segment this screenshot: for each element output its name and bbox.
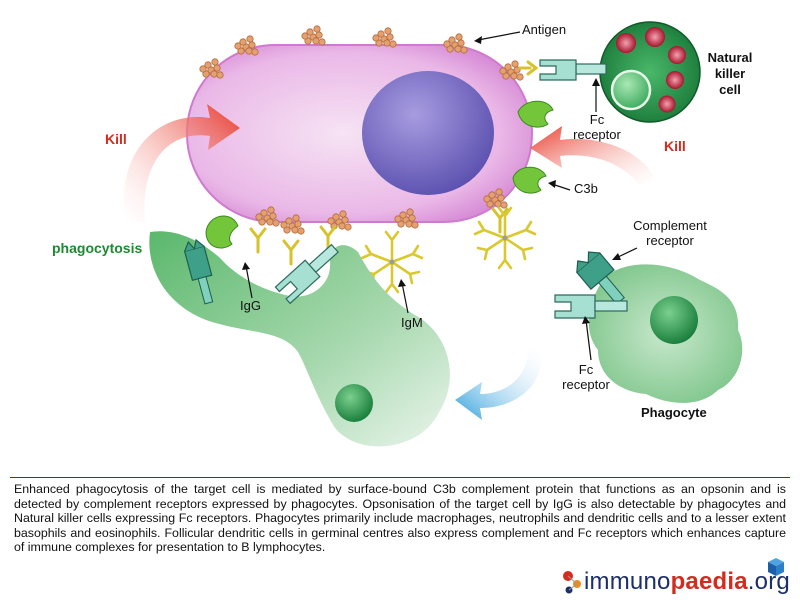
phagocyte-engulfing [149,231,450,447]
label-kill-left: Kill [105,131,127,147]
label-fc-receptor-nk-line2: receptor [573,127,621,142]
label-fc-receptor-nk: Fc receptor [568,112,626,142]
label-natural-killer-line1: Natural [707,50,753,65]
c3b-molecule [512,166,547,194]
label-fc-receptor-nk-line1: Fc [589,112,605,127]
label-antigen: Antigen [522,22,567,37]
label-natural-killer-cell: Natural killer cell [700,50,760,98]
label-phagocytosis: phagocytosis [52,240,143,256]
c3b-molecule-right [517,100,554,128]
logo-text-immuno: immuno [584,568,671,595]
label-igm: IgM [401,315,423,330]
label-fc-receptor-phagocyte-line2: receptor [562,377,610,392]
nk-fc-receptor [518,59,607,81]
complement-receptor-left [183,238,214,305]
diagram-canvas [123,21,743,447]
c3b-bound-left [205,215,239,249]
kill-arrow-right [530,126,655,186]
label-fc-receptor-phagocyte-line1: Fc [578,362,594,377]
label-natural-killer-line3: cell [719,82,741,97]
kill-arrow-left [123,104,240,222]
phagocyte-nucleus-right [650,296,698,344]
caption-divider [10,477,790,478]
immunopaedia-logo[interactable]: immunopaedia.org [560,558,790,598]
caption-text: Enhanced phagocytosis of the target cell… [14,482,786,555]
logo-text: immunopaedia.org [584,568,790,596]
label-c3b: C3b [574,181,598,196]
label-phagocyte: Phagocyte [641,405,707,420]
label-fc-receptor-phagocyte: Fc receptor [556,362,616,392]
natural-killer-cell [599,21,701,123]
logo-cube-icon [768,558,784,576]
label-complement-receptor: Complement receptor [622,218,718,248]
label-natural-killer-line2: killer [714,66,746,81]
pointer-heads [242,36,621,324]
label-igg: IgG [240,298,261,313]
logo-molecule-icon [563,571,581,594]
phagocyte-nucleus-left [335,384,373,422]
logo-text-paedia: paedia [670,568,748,595]
igm-pentamer-right [473,206,537,270]
label-kill-right: Kill [664,138,686,154]
complement-receptor-right [575,251,625,305]
blue-arrow [455,348,542,420]
target-cell-nucleus [362,71,494,195]
fc-receptor-right [554,294,628,319]
label-complement-receptor-line1: Complement [633,218,707,233]
fc-receptor-left [274,243,339,305]
igg-bound-left [282,239,300,266]
label-complement-receptor-line2: receptor [646,233,694,248]
